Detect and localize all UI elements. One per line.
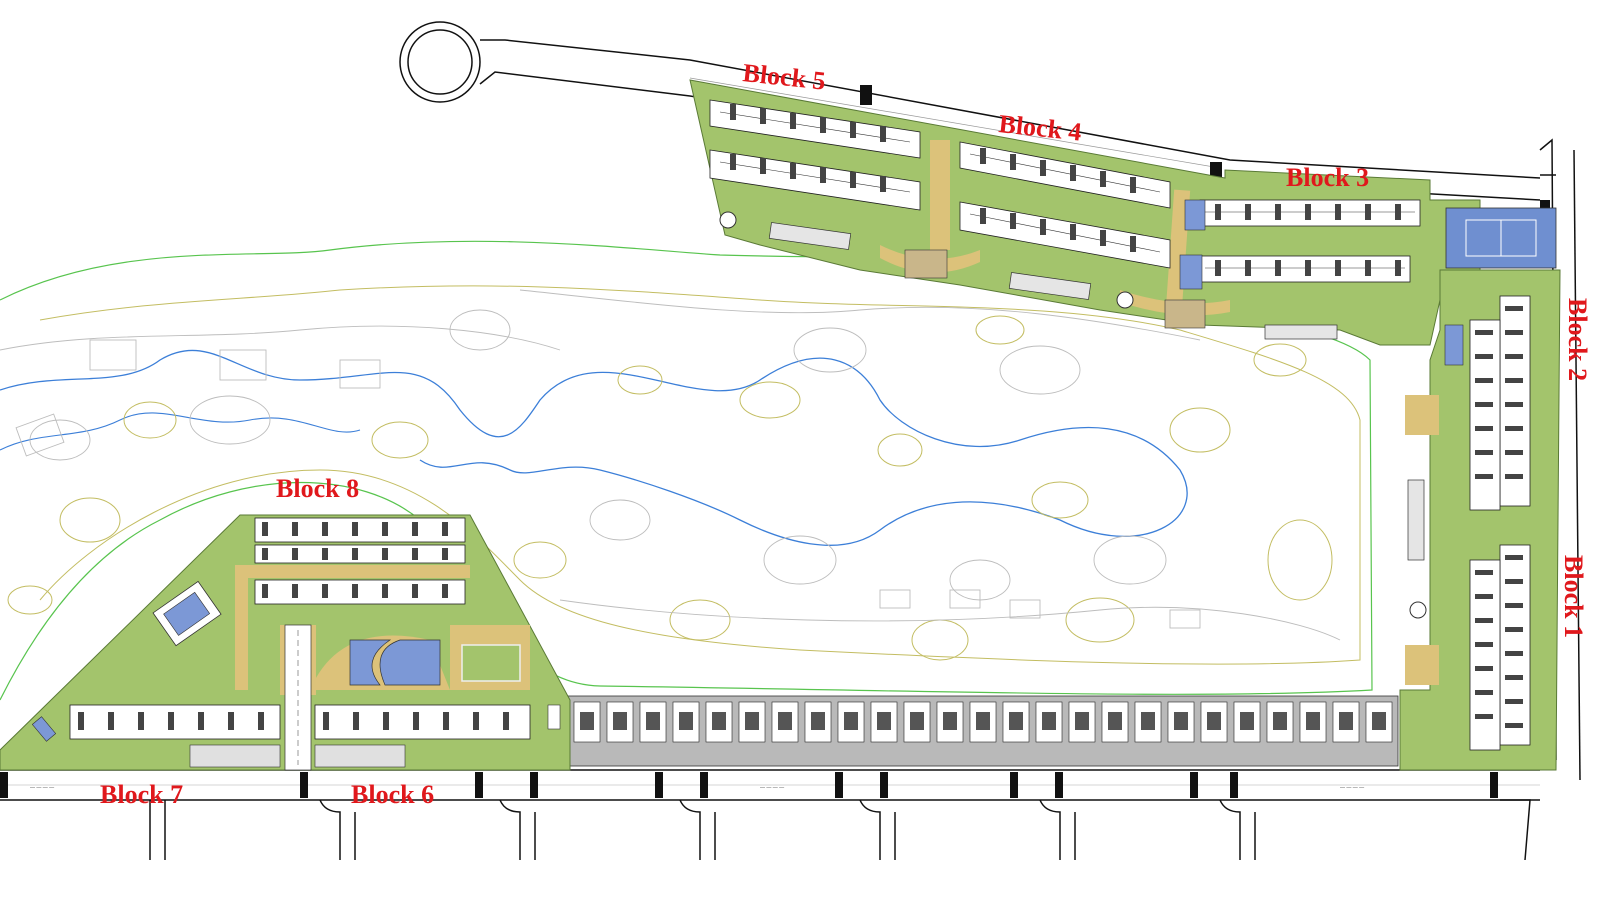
townhouse-unit-core bbox=[1306, 712, 1320, 730]
townhouse-unit-core bbox=[1141, 712, 1155, 730]
pool bbox=[349, 639, 392, 686]
townhouse-unit-core bbox=[1240, 712, 1254, 730]
townhouse-unit-core bbox=[976, 712, 990, 730]
townhouse-unit-core bbox=[910, 712, 924, 730]
cul-de-sac bbox=[399, 21, 481, 103]
townhouse-unit-core bbox=[745, 712, 759, 730]
townhouse-unit-core bbox=[811, 712, 825, 730]
south-townhouse-row bbox=[567, 695, 1399, 767]
natural-area-contours bbox=[0, 240, 1373, 701]
svg-text:— — — —: — — — — bbox=[760, 785, 784, 791]
block-labels: Block 5 Block 4 Block 3 Block 2 Block 1 … bbox=[100, 58, 1592, 809]
townhouse-unit-core bbox=[778, 712, 792, 730]
townhouse-unit-core bbox=[580, 712, 594, 730]
townhouse-unit-core bbox=[712, 712, 726, 730]
townhouse-unit-core bbox=[1042, 712, 1056, 730]
townhouse-unit-core bbox=[1009, 712, 1023, 730]
pool bbox=[1179, 254, 1203, 290]
road-network: — — — — — — — — — — — — bbox=[0, 21, 1581, 861]
townhouse-unit-core bbox=[1075, 712, 1089, 730]
block-7-label: Block 7 bbox=[100, 780, 183, 809]
creek bbox=[0, 349, 1188, 546]
pool bbox=[379, 639, 441, 686]
west-development bbox=[0, 514, 571, 771]
townhouse-unit-core bbox=[1339, 712, 1353, 730]
townhouse-unit-core bbox=[877, 712, 891, 730]
pool bbox=[1184, 199, 1206, 231]
svg-text:— — — —: — — — — bbox=[1340, 785, 1364, 791]
block-6-label: Block 6 bbox=[351, 780, 434, 809]
townhouse-unit-core bbox=[1372, 712, 1386, 730]
townhouse-unit-core bbox=[1108, 712, 1122, 730]
block-8-label: Block 8 bbox=[276, 474, 359, 503]
northern-access-road bbox=[480, 39, 1541, 179]
north-development bbox=[689, 79, 1557, 346]
townhouse-unit-core bbox=[844, 712, 858, 730]
block-1-label: Block 1 bbox=[1559, 555, 1588, 638]
club-house bbox=[152, 580, 222, 647]
sports-field bbox=[461, 644, 521, 682]
townhouse-unit-core bbox=[943, 712, 957, 730]
block-5-label: Block 5 bbox=[741, 58, 827, 96]
block-2-label: Block 2 bbox=[1563, 298, 1592, 381]
townhouse-unit-core bbox=[1273, 712, 1287, 730]
townhouse-unit-core bbox=[613, 712, 627, 730]
townhouse-unit-core bbox=[1174, 712, 1188, 730]
townhouse-unit-core bbox=[1207, 712, 1221, 730]
block-3-label: Block 3 bbox=[1286, 163, 1369, 192]
svg-text:— — — —: — — — — bbox=[30, 785, 54, 791]
townhouse-unit-core bbox=[646, 712, 660, 730]
townhouse-unit-core bbox=[679, 712, 693, 730]
east-development bbox=[1399, 269, 1561, 771]
